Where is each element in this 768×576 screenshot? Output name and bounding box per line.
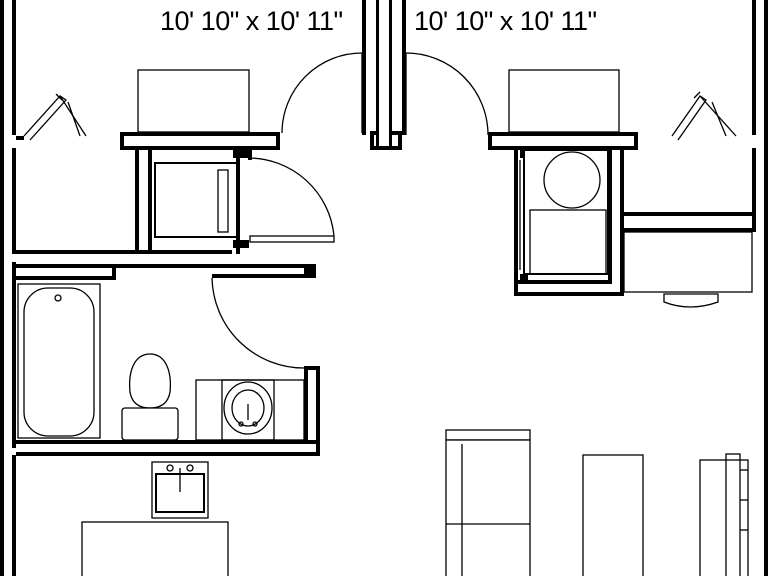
left-bifold-door [23,93,87,141]
bedroom-door-right [405,52,489,136]
bathroom-door [211,277,305,369]
bedroom-door-left [281,52,363,134]
toilet [121,353,179,441]
right-dresser [508,69,620,133]
kitchen-counter [81,521,229,576]
bathroom-walls [16,264,320,456]
bathroom-sink [195,379,305,441]
right-bedroom-dimension: 10' 10" x 10' 11" [414,6,597,36]
left-bedroom-dimension: 10' 10" x 10' 11" [160,6,343,36]
kitchen-sink [151,461,209,519]
tv-stand [699,453,749,576]
left-closet-walls [16,132,280,254]
right-bifold-door [671,91,737,141]
center-partition [362,0,406,150]
sofa [445,429,531,576]
right-bedroom-lower-wall [620,212,756,293]
laundry-closet-right [488,132,638,296]
bookshelf [582,454,644,576]
laundry-closet-left [154,150,335,254]
bathtub [17,283,101,439]
desk-chair [663,293,719,308]
left-dresser [137,69,250,133]
